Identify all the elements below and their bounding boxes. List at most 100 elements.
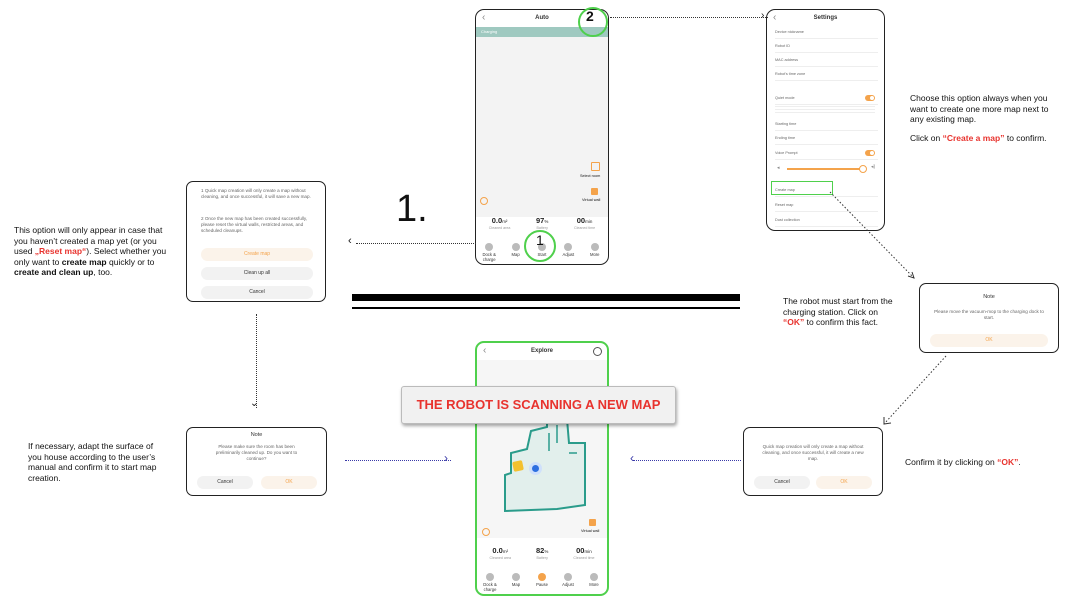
settings-row[interactable]: Starting time (775, 118, 878, 131)
scanning-banner: THE ROBOT IS SCANNING A NEW MAP (401, 386, 676, 424)
note-title: Note (983, 294, 995, 300)
quick-map-dialog: Quick map creation will only create a ma… (743, 427, 883, 496)
arrow-head-icon: › (444, 451, 448, 465)
dock-icon (486, 573, 494, 581)
phone-auto-screen: ‹ Auto Charging Select room Virtual wall… (475, 9, 609, 265)
arrow-head-icon: › (761, 10, 765, 21)
settings-row-quiet[interactable]: Quiet mode (775, 92, 878, 105)
note-robot-start: The robot must start from the charging s… (783, 296, 893, 327)
nav-map[interactable]: Map (505, 573, 527, 592)
create-map-options-dialog: 1 Quick map creation will only create a … (186, 181, 326, 302)
quick-map-body: Quick map creation will only create a ma… (762, 444, 864, 461)
highlight-map-circle (524, 230, 556, 262)
room-note-dialog: Note Please make sure the room has been … (186, 427, 327, 496)
nav-dock-charge[interactable]: Dock & charge (478, 243, 500, 262)
settings-row[interactable]: Ending time (775, 132, 878, 145)
highlight-create-map (771, 181, 833, 195)
bottom-nav: Dock & charge Map Pause Adjust More (477, 573, 607, 592)
volume-slider-knob[interactable] (859, 165, 867, 173)
settings-gear-icon[interactable] (593, 347, 602, 356)
settings-row-reset-map[interactable]: Reset map (775, 199, 878, 212)
note-adapt-surface: If necessary, adapt the surface of you h… (28, 441, 157, 483)
sun-icon (480, 197, 488, 205)
quiet-mode-hint (775, 106, 875, 114)
note-left-option: This option will only appear in case tha… (14, 225, 167, 277)
arrow-settings-to-note (829, 191, 915, 279)
settings-row[interactable]: Device nickname (775, 26, 878, 39)
select-room-icon[interactable] (591, 162, 600, 171)
arrow-phone-to-dialog (356, 243, 476, 244)
charging-dock-icon (512, 460, 524, 472)
nav-adjust[interactable]: Adjust (557, 243, 579, 262)
phone-auto-title: Auto (535, 15, 549, 21)
note-right-create: Choose this option always when you want … (910, 93, 1049, 143)
voice-prompt-toggle[interactable] (865, 150, 875, 156)
clean-up-all-button[interactable]: Clean up all (201, 267, 313, 280)
select-room-label[interactable]: Select room (580, 174, 601, 178)
ok-button[interactable]: OK (930, 334, 1048, 347)
arrow-quick-to-phone (633, 460, 741, 461)
back-chevron-icon[interactable]: ‹ (773, 12, 777, 23)
virtual-wall-icon[interactable] (591, 188, 598, 195)
arrow-dialog-down (256, 314, 257, 408)
virtual-wall-label[interactable]: Virtual wall (582, 198, 601, 202)
stat-time: 00min (576, 546, 592, 555)
phone-explore-title: Explore (530, 348, 553, 354)
ok-button[interactable]: OK (261, 476, 317, 489)
arrow-phone-to-settings (610, 17, 768, 18)
dialog-text-1: 1 Quick map creation will only create a … (201, 188, 311, 199)
settings-row[interactable]: MAC address (775, 54, 878, 67)
settings-row[interactable]: Dust collection (775, 214, 878, 227)
arrow-head-icon: ⌄ (250, 398, 259, 409)
more-icon (590, 573, 598, 581)
settings-row[interactable]: Robot ID (775, 40, 878, 53)
create-map-button[interactable]: Create map (201, 248, 313, 261)
nav-more[interactable]: More (584, 243, 606, 262)
charging-bar: Charging (476, 27, 608, 37)
stat-battery: 97% (536, 216, 549, 225)
stat-time: 00min (576, 216, 593, 225)
back-chevron-icon[interactable]: ‹ (483, 345, 487, 356)
cancel-button[interactable]: Cancel (754, 476, 810, 489)
more-icon (590, 243, 599, 251)
ok-button[interactable]: OK (816, 476, 872, 489)
map-icon (512, 573, 520, 581)
cancel-button[interactable]: Cancel (201, 286, 313, 299)
highlight-settings-circle (578, 7, 608, 37)
nav-more[interactable]: More (583, 573, 605, 592)
adjust-icon (564, 243, 573, 251)
note-confirm-ok: Confirm it by clicking on “OK”. (905, 457, 1021, 467)
volume-up-icon: ◂) (871, 164, 876, 170)
settings-row-voice[interactable]: Voice Prompt (775, 147, 878, 160)
arrow-note-to-quick (883, 355, 947, 425)
nav-pause[interactable]: Pause (531, 573, 553, 592)
sun-icon (482, 528, 490, 536)
cancel-button[interactable]: Cancel (197, 476, 253, 489)
settings-row[interactable]: Robot's time zone (775, 68, 878, 81)
dialog-text-2: 2 Once the new map has been created succ… (201, 216, 308, 233)
settings-row-create-map[interactable]: Create map (775, 184, 878, 197)
pause-icon (538, 573, 546, 581)
volume-slider[interactable] (787, 168, 863, 170)
divider-thick (352, 294, 740, 301)
dock-icon (485, 243, 494, 251)
charging-note-dialog: Note Please move the vacuum-mop to the c… (919, 283, 1059, 353)
virtual-wall-icon[interactable] (589, 519, 596, 526)
note-body: Please make sure the room has been preli… (215, 444, 298, 461)
volume-icon: ◂ (777, 165, 780, 171)
stat-battery: 82% (536, 546, 549, 555)
virtual-wall-label[interactable]: Virtual wall (581, 529, 600, 533)
scanned-map (504, 417, 586, 513)
nav-map[interactable]: Map (505, 243, 527, 262)
back-chevron-icon[interactable]: ‹ (482, 12, 486, 23)
nav-adjust[interactable]: Adjust (557, 573, 579, 592)
nav-dock-charge[interactable]: Dock & charge (479, 573, 501, 592)
adjust-icon (564, 573, 572, 581)
badge-step-2: 2 (586, 8, 594, 24)
quiet-mode-toggle[interactable] (865, 95, 875, 101)
arrow-head-icon: ‹ (348, 235, 352, 247)
note-body: Please move the vacuum-mop to the chargi… (934, 309, 1044, 320)
arrow-head-icon: ‹ (630, 451, 634, 465)
